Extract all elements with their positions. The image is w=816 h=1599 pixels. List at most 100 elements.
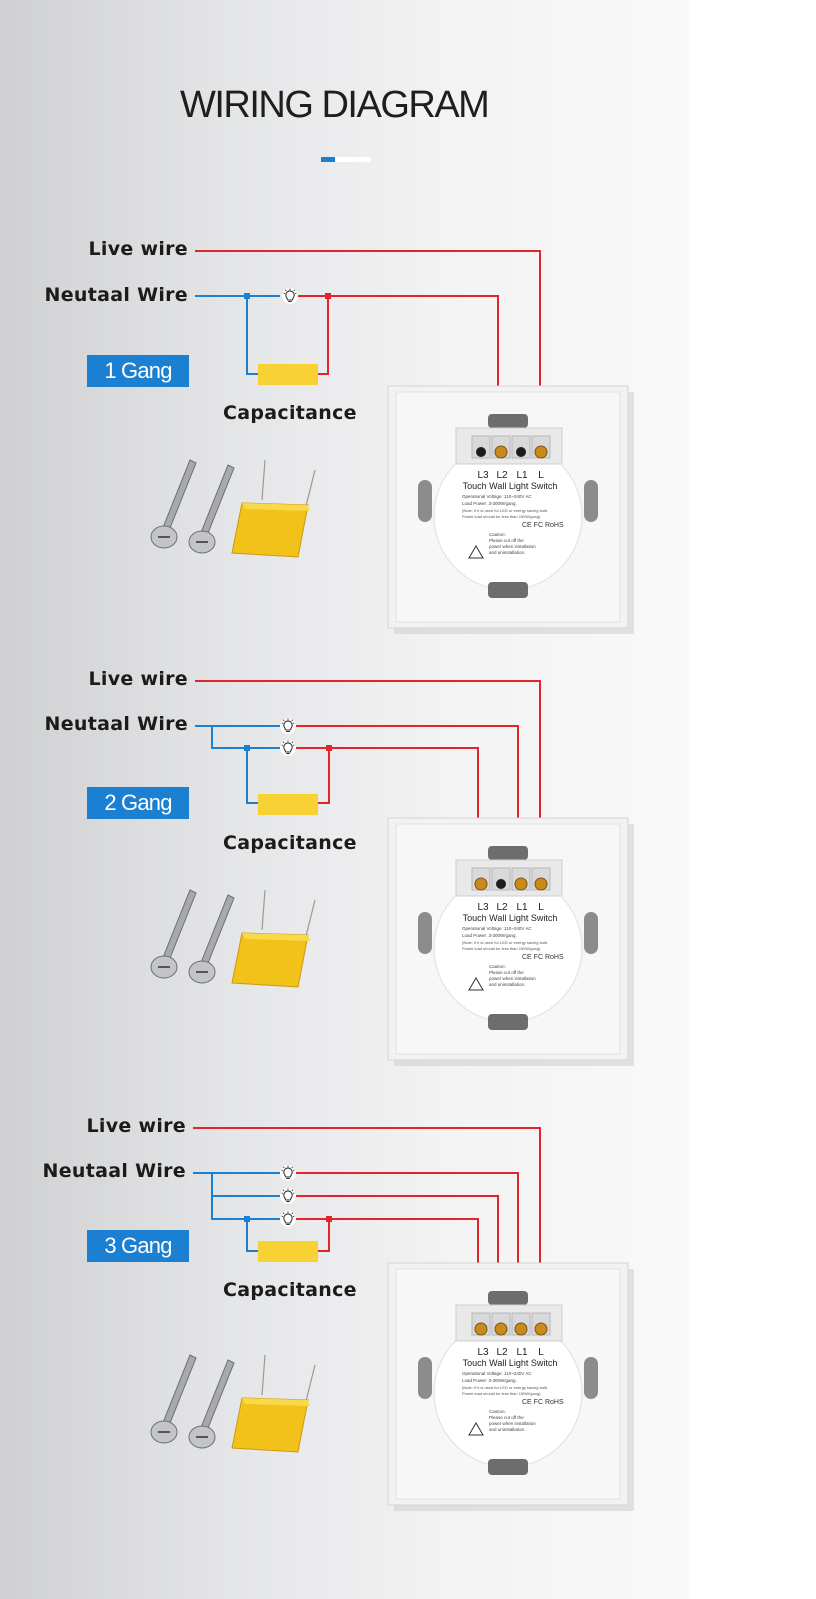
capacitance-label: Capacitance: [223, 402, 357, 424]
capacitor-icon: [231, 889, 316, 988]
warning-icon: [468, 545, 484, 559]
capacitor-icon: [258, 1241, 318, 1262]
switch-back-plate: L3 L2 L1 L Touch Wall Light Switch Opera…: [387, 817, 634, 1066]
section-3-gang: Live wire Neutaal Wire 3 Gang Capacitanc…: [0, 0, 816, 1301]
capacitor-icon: [258, 794, 318, 815]
spec-voltage: Operational Voltage: 110~240V AC: [462, 494, 532, 499]
cert-marks: CE FC RoHS: [522, 1399, 564, 1406]
screw-icon: [188, 1359, 235, 1449]
terminal-label: L: [538, 902, 544, 913]
terminal-l2: [496, 879, 506, 889]
mounting-slot: [418, 1357, 432, 1399]
title-underline-accent: [321, 157, 335, 162]
terminal-l3: [476, 447, 486, 457]
bulb-icon: [281, 287, 299, 305]
caution-text: Caution:: [489, 1409, 506, 1414]
switch-back-plate: L3 L2 L1 L Touch Wall Light Switch Opera…: [387, 385, 634, 634]
capacitor-icon: [231, 1354, 316, 1453]
caution-text: power when installation: [489, 544, 536, 549]
capacitance-label: Capacitance: [223, 832, 357, 854]
neutral-wire-label: Neutaal Wire: [44, 284, 188, 306]
live-wire-label: Live wire: [88, 668, 188, 690]
terminal-block: [471, 1312, 551, 1336]
title-underline-rest: [335, 157, 371, 162]
terminal-label: L: [538, 470, 544, 481]
accessories: [150, 889, 316, 988]
terminal-l1: [514, 1322, 528, 1336]
spec-note: (Note: If it is used for LED or energy s…: [462, 940, 548, 945]
gang-badge: 1 Gang: [87, 355, 189, 387]
bulb-icon: [279, 1164, 297, 1182]
mounting-slot: [418, 480, 432, 522]
warning-icon: [468, 977, 484, 991]
caution-text: Caution:: [489, 964, 506, 969]
terminal-l: [534, 877, 548, 891]
capacitor-icon: [231, 459, 316, 558]
screw-icon: [150, 459, 197, 549]
switch-back-plate: L3 L2 L1 L Touch Wall Light Switch Opera…: [387, 1262, 634, 1511]
section-2-gang: Live wire Neutaal Wire 2 Gang Capacitanc…: [0, 0, 816, 854]
caution-text: Please cut off the: [489, 1415, 524, 1420]
accessories: [150, 1354, 316, 1453]
page-title: WIRING DIAGRAM: [180, 84, 490, 126]
mounting-slot: [584, 480, 598, 522]
terminal-label: L2: [496, 902, 508, 913]
product-name: Touch Wall Light Switch: [463, 481, 558, 491]
spec-note: (Note: If it is used for LED or energy s…: [462, 1385, 548, 1390]
caution-text: and uninstallation.: [489, 1427, 525, 1432]
caution-text: Please cut off the: [489, 970, 524, 975]
background-strip: [690, 0, 816, 1599]
terminal-l1: [516, 447, 526, 457]
screw-icon: [150, 889, 197, 979]
spec-note: Power load should be less than 150W/gang…: [462, 514, 541, 519]
caution-text: and uninstallation.: [489, 982, 525, 987]
bulb-icon: [279, 739, 297, 757]
capacitance-label: Capacitance: [223, 1279, 357, 1301]
terminal-label: L3: [477, 1347, 489, 1358]
terminal-l: [534, 1322, 548, 1336]
neutral-wire-label: Neutaal Wire: [42, 1160, 186, 1182]
caution-text: Caution:: [489, 532, 506, 537]
bulb-icon: [279, 1187, 297, 1205]
mounting-slot: [418, 912, 432, 954]
spec-voltage: Operational Voltage: 110~240V AC: [462, 1371, 532, 1376]
terminal-l2: [494, 445, 508, 459]
mounting-slot: [584, 912, 598, 954]
gang-badge: 2 Gang: [87, 787, 189, 819]
caution-text: power when installation: [489, 976, 536, 981]
screw-icon: [188, 894, 235, 984]
capacitor-icon: [258, 364, 318, 385]
cert-marks: CE FC RoHS: [522, 954, 564, 961]
warning-icon: [468, 1422, 484, 1436]
gang-badge: 3 Gang: [87, 1230, 189, 1262]
caution-text: and uninstallation.: [489, 550, 525, 555]
spec-note: Power load should be less than 150W/gang…: [462, 946, 541, 951]
spec-note: Power load should be less than 150W/gang…: [462, 1391, 541, 1396]
cert-marks: CE FC RoHS: [522, 522, 564, 529]
neutral-wire-label: Neutaal Wire: [44, 713, 188, 735]
mounting-slot: [584, 1357, 598, 1399]
live-wire-label: Live wire: [86, 1115, 186, 1137]
terminal-block: [471, 435, 551, 459]
section-1-gang: Live wire Neutaal Wire 1 Gang Capacitanc…: [0, 0, 816, 450]
screw-icon: [188, 464, 235, 554]
terminal-l3: [474, 877, 488, 891]
bulb-icon: [279, 1210, 297, 1228]
terminal-label: L1: [516, 470, 528, 481]
terminal-label: L3: [477, 470, 489, 481]
product-name: Touch Wall Light Switch: [463, 1358, 558, 1368]
accessories: [150, 459, 316, 558]
spec-voltage: Operational Voltage: 110~240V AC: [462, 926, 532, 931]
spec-power: Load Power: 3-300W/gang.: [462, 501, 517, 506]
section-1-wires: [195, 250, 541, 455]
spec-note: (Note: If it is used for LED or energy s…: [462, 508, 548, 513]
terminal-label: L2: [496, 470, 508, 481]
terminal-block: [471, 867, 551, 891]
caution-text: power when installation: [489, 1421, 536, 1426]
live-wire-label: Live wire: [88, 238, 188, 260]
screw-icon: [150, 1354, 197, 1444]
terminal-l3: [474, 1322, 488, 1336]
terminal-label: L1: [516, 902, 528, 913]
product-name: Touch Wall Light Switch: [463, 913, 558, 923]
caution-text: Please cut off the: [489, 538, 524, 543]
